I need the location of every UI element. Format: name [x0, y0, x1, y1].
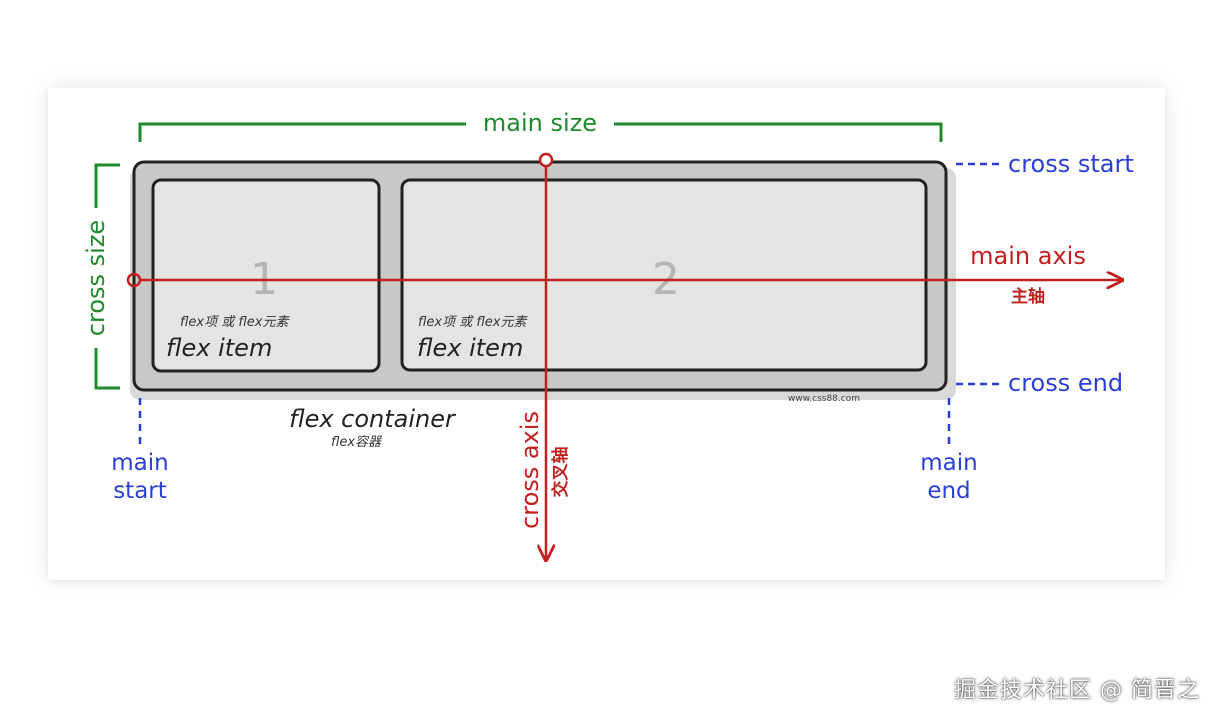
cross-axis-label: cross axis — [516, 411, 544, 529]
flex-item-2-caption-cn: flex项 或 flex元素 — [418, 315, 528, 330]
cross-size-label: cross size — [82, 220, 110, 336]
flex-container-label: flex container — [289, 405, 457, 433]
flex-container-label-cn: flex容器 — [331, 434, 382, 450]
main-size-bracket — [138, 122, 943, 142]
main-axis-origin — [126, 272, 142, 288]
cross-axis-label-cn: 交叉轴 — [550, 447, 571, 498]
site-label: www.css88.com — [788, 394, 860, 404]
flex-item-1-caption-cn: flex项 或 flex元素 — [180, 315, 290, 330]
main-start-label-line2: start — [113, 478, 167, 504]
main-size-label: main size — [483, 109, 597, 137]
cross-size-bracket — [94, 163, 120, 390]
cross-end-label: cross end — [1008, 369, 1123, 397]
cross-axis-origin — [538, 152, 554, 168]
flex-item-1 — [151, 178, 381, 373]
cross-start-label: cross start — [1008, 150, 1134, 178]
main-end-label-line1: main — [920, 450, 977, 476]
main-start-label-line1: main — [111, 450, 168, 476]
flex-item-2-caption: flex item — [417, 334, 523, 362]
flex-item-2 — [400, 178, 928, 372]
watermark: 掘金技术社区 @ 简晋之 — [954, 678, 1200, 703]
main-axis-label-cn: 主轴 — [1011, 286, 1045, 307]
main-end-label-line2: end — [927, 478, 970, 504]
main-axis-label: main axis — [970, 242, 1086, 270]
flex-item-1-caption: flex item — [166, 334, 272, 362]
diagram-card: main size cross size 1 flex项 或 flex元素 fl… — [48, 88, 1165, 580]
